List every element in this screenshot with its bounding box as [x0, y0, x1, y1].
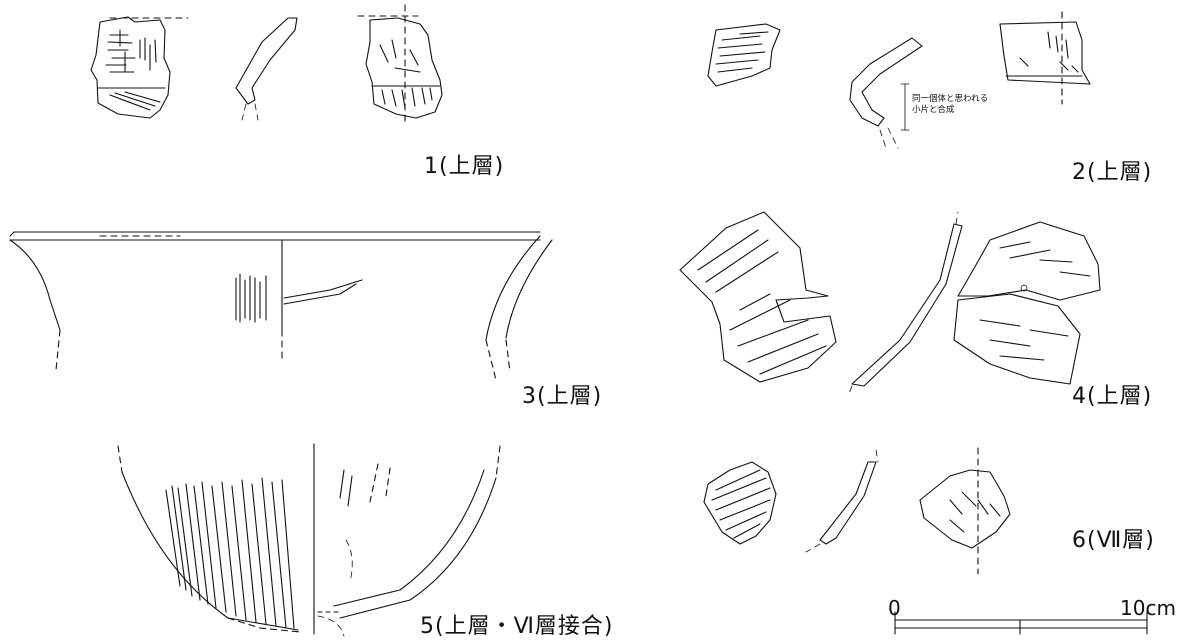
scale-end-label: 10cm — [1120, 596, 1176, 620]
figure-6-label: 6(Ⅶ層) — [1072, 528, 1155, 553]
sherd-4-interior — [953, 221, 1101, 385]
sherd-1-section — [235, 17, 298, 121]
sherd-2-exterior — [707, 23, 781, 87]
sherd-1-interior — [357, 4, 443, 126]
figure-1-label: 1(上層) — [424, 154, 505, 179]
figure-5-label: 5(上層・Ⅵ層接合) — [420, 614, 614, 639]
scale-bar — [894, 611, 1148, 635]
vessel-3 — [9, 231, 553, 381]
sherd-2-interior — [999, 11, 1091, 105]
sherd-1-exterior — [90, 16, 189, 119]
sherd-6-section — [805, 449, 879, 553]
sherd-4-section — [847, 211, 963, 397]
figure-2-label: 2(上層) — [1072, 160, 1153, 185]
figure-3-label: 3(上層) — [522, 384, 603, 409]
sherd-6-exterior — [703, 461, 777, 545]
figure-2-note-line1: 同一個体と思われる — [912, 94, 989, 104]
scale-start-label: 0 — [888, 596, 901, 620]
sherd-6-interior — [919, 447, 1011, 575]
figure-4-label: 4(上層) — [1072, 384, 1153, 409]
sherd-2-section — [849, 37, 923, 149]
sherd-4-exterior — [679, 211, 837, 383]
figure-2-note-line2: 小片と合成 — [912, 105, 955, 115]
sherd-2-bracket — [900, 83, 910, 131]
vessel-5 — [117, 443, 501, 637]
